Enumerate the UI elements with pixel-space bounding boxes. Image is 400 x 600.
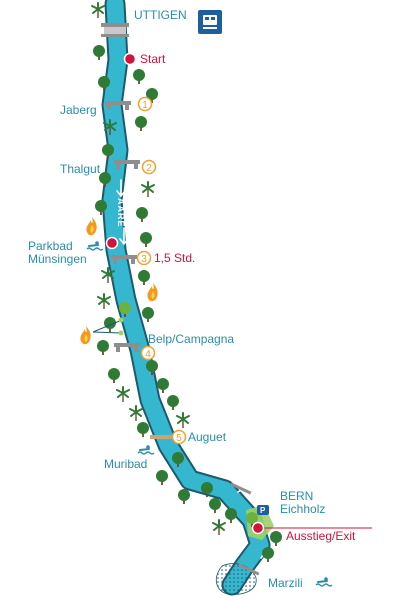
bridge-badge-1: 1 (137, 96, 153, 112)
svg-text:2: 2 (146, 163, 152, 174)
place-label-eichholz: Eichholz (280, 502, 325, 516)
start-label: Start (140, 52, 166, 66)
svg-text:P: P (260, 506, 266, 515)
bridge-badge-5: 5 (171, 429, 187, 445)
start-pin (123, 52, 137, 66)
swimmer-icon-muribad (137, 444, 155, 455)
place-label-marzili: Marzili (268, 576, 303, 590)
place-label-parkbad: Parkbad (28, 239, 73, 253)
aare-river: AARE (101, 0, 271, 596)
bridge-badge-3: 3 (136, 250, 152, 266)
svg-text:4: 4 (145, 349, 151, 360)
svg-text:5: 5 (176, 433, 182, 444)
swimmer-icon-parkbad (86, 240, 104, 251)
place-label-bern: BERN (280, 489, 313, 503)
exit-pin (251, 521, 265, 535)
parking-icon (257, 505, 269, 515)
duration-label: 1,5 Std. (154, 251, 195, 265)
fire-icon-belp (80, 317, 124, 345)
place-label-belp: Belp/Campagna (148, 332, 234, 346)
swimmer-icon-marzili (315, 576, 333, 587)
place-label-auguet: Auguet (188, 430, 227, 444)
bridge-badge-2: 2 (141, 159, 157, 175)
train-station-icon (198, 10, 222, 34)
svg-text:3: 3 (141, 254, 147, 265)
bridge-auguet (150, 435, 174, 439)
bridge-marzili (238, 563, 260, 576)
place-label-uttigen: UTTIGEN (134, 8, 187, 22)
uttigen-weir (101, 23, 129, 37)
bridge-belp (114, 343, 140, 352)
bridge-badge-4: 4 (140, 345, 156, 361)
fire-icon-thalgut (86, 217, 97, 236)
bridge-thalgut (114, 160, 140, 169)
bridge-bern (230, 482, 252, 495)
svg-text:1: 1 (142, 100, 148, 111)
exit-label: Ausstieg/Exit (286, 529, 356, 543)
river-name-label: AARE (116, 198, 126, 228)
parkbad-pin (105, 236, 119, 250)
place-label-muribad: Muribad (104, 457, 147, 471)
place-label-munsingen: Münsingen (28, 252, 87, 266)
place-label-jaberg: Jaberg (60, 103, 97, 117)
place-label-thalgut: Thalgut (60, 162, 101, 176)
fire-icon-munsingen (147, 283, 158, 302)
